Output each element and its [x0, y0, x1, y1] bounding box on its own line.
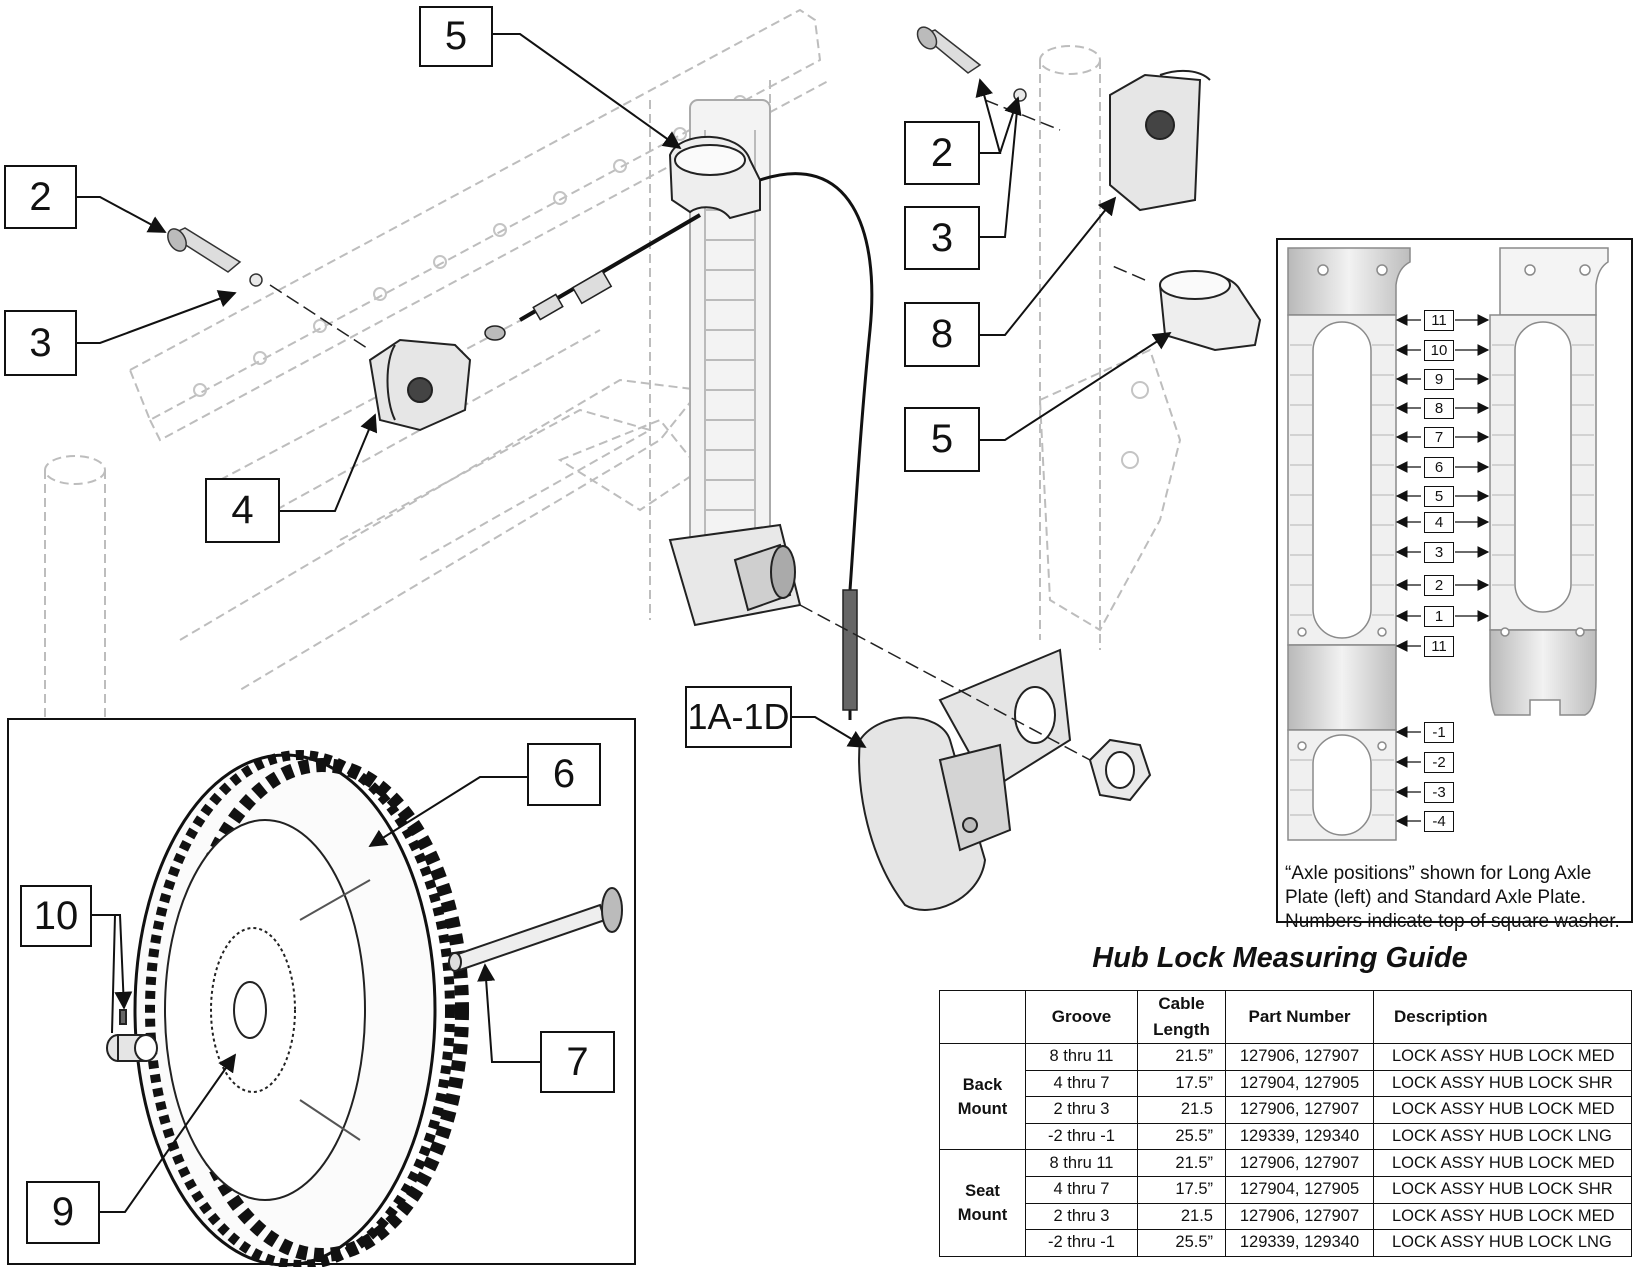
- callout-2-right: 2: [904, 121, 980, 185]
- phantom-frame: [44, 8, 1182, 720]
- axle-position-label: 4: [1424, 512, 1454, 533]
- header-description: Description: [1373, 990, 1632, 1044]
- axle-position-label: 9: [1424, 369, 1454, 390]
- callout-10: 10: [20, 885, 92, 947]
- cable-cell: 21.5”: [1137, 1149, 1226, 1177]
- groove-cell: 8 thru 11: [1025, 1149, 1138, 1177]
- axle-position-label: 11: [1424, 310, 1454, 331]
- cable-cell: 25.5”: [1137, 1122, 1226, 1151]
- part-cell: 127904, 127905: [1225, 1175, 1374, 1204]
- cable-cell: 25.5”: [1137, 1229, 1226, 1257]
- axle-position-label: 11: [1424, 636, 1454, 657]
- groove-cell: 8 thru 11: [1025, 1043, 1138, 1071]
- axle-position-label: 1: [1424, 606, 1454, 627]
- measuring-guide-title: Hub Lock Measuring Guide: [1092, 942, 1468, 974]
- groove-cell: 4 thru 7: [1025, 1069, 1138, 1098]
- desc-cell: LOCK ASSY HUB LOCK MED: [1373, 1149, 1632, 1177]
- hub-lock-measuring-table: Groove Cable Length Part Number Descript…: [939, 990, 1632, 1257]
- axle-position-label: 7: [1424, 427, 1454, 448]
- callout-8: 8: [904, 302, 980, 367]
- cable-fittings: [484, 269, 858, 711]
- header-part-number: Part Number: [1225, 990, 1374, 1044]
- axle-position-label: 6: [1424, 457, 1454, 478]
- cable-cell: 17.5”: [1137, 1175, 1226, 1204]
- desc-cell: LOCK ASSY HUB LOCK SHR: [1373, 1069, 1632, 1098]
- hub-lock-body: [858, 648, 1072, 911]
- group-label: Back Mount: [939, 1042, 1026, 1151]
- header-groove: Groove: [1025, 990, 1138, 1044]
- long-axle-plate: [1287, 247, 1411, 841]
- part-cell: 127906, 127907: [1225, 1096, 1374, 1124]
- group-label: Seat Mount: [939, 1149, 1026, 1257]
- axle-position-label: 5: [1424, 486, 1454, 507]
- desc-cell: LOCK ASSY HUB LOCK MED: [1373, 1202, 1632, 1231]
- axle-position-label: 3: [1424, 542, 1454, 563]
- callout-2-left: 2: [4, 165, 77, 229]
- table-row: 2 thru 3 21.5 127906, 127907 LOCK ASSY H…: [940, 1202, 1632, 1231]
- groove-cell: 2 thru 3: [1025, 1202, 1138, 1231]
- wheel-inset-frame: [7, 718, 636, 1265]
- groove-cell: -2 thru -1: [1025, 1229, 1138, 1257]
- callout-3-right: 3: [904, 206, 980, 270]
- clamp-part-5-right: [1158, 270, 1262, 352]
- bolt-part-2-right: [916, 26, 1027, 102]
- axle-position-label: -3: [1424, 782, 1454, 803]
- axle-position-label: 2: [1424, 575, 1454, 596]
- callout-3-left: 3: [4, 310, 77, 376]
- desc-cell: LOCK ASSY HUB LOCK LNG: [1373, 1122, 1632, 1151]
- axle-position-label: 10: [1424, 340, 1454, 361]
- table-row: Back Mount 8 thru 11 21.5” 127906, 12790…: [939, 1042, 1632, 1151]
- callout-9: 9: [26, 1181, 100, 1244]
- part-cell: 127906, 127907: [1225, 1043, 1374, 1071]
- groove-cell: 4 thru 7: [1025, 1175, 1138, 1204]
- table-row: 4 thru 7 17.5” 127904, 127905 LOCK ASSY …: [940, 1069, 1632, 1098]
- table-row: 2 thru 3 21.5 127906, 127907 LOCK ASSY H…: [940, 1096, 1632, 1124]
- axle-position-arrows: [1395, 314, 1490, 827]
- axle-position-label: -1: [1424, 722, 1454, 743]
- wheel-part-6: [133, 750, 469, 1267]
- callout-1a-1d: 1A-1D: [685, 686, 792, 748]
- axle-part-7: [448, 887, 623, 972]
- hex-nut: [1088, 738, 1152, 802]
- desc-cell: LOCK ASSY HUB LOCK MED: [1373, 1096, 1632, 1124]
- cable-cell: 21.5: [1137, 1202, 1226, 1231]
- part-cell: 127906, 127907: [1225, 1202, 1374, 1231]
- hub-lock-lever-part-4: [368, 338, 472, 432]
- part-cell: 127904, 127905: [1225, 1069, 1374, 1098]
- axle-sleeve: [668, 523, 802, 627]
- table-row: Seat Mount 8 thru 11 21.5” 127906, 12790…: [939, 1149, 1632, 1257]
- header-blank: [939, 990, 1026, 1044]
- callout-5-right: 5: [904, 407, 980, 472]
- cable-cell: 17.5”: [1137, 1069, 1226, 1098]
- callout-6: 6: [527, 743, 601, 806]
- callout-5-top: 5: [419, 6, 493, 67]
- axle-positions-frame: [1276, 238, 1633, 923]
- axle-position-label: -2: [1424, 752, 1454, 773]
- table-row: 4 thru 7 17.5” 127904, 127905 LOCK ASSY …: [940, 1175, 1632, 1204]
- collar-part-10: [106, 1009, 158, 1062]
- header-cable-length: Cable Length: [1137, 990, 1226, 1044]
- groove-cell: -2 thru -1: [1025, 1122, 1138, 1151]
- standard-axle-plate: [1489, 247, 1609, 716]
- table-row: -2 thru -1 25.5” 129339, 129340 LOCK ASS…: [940, 1229, 1632, 1257]
- desc-cell: LOCK ASSY HUB LOCK SHR: [1373, 1175, 1632, 1204]
- part-cell: 129339, 129340: [1225, 1122, 1374, 1151]
- desc-cell: LOCK ASSY HUB LOCK MED: [1373, 1043, 1632, 1071]
- cable-cell: 21.5”: [1137, 1043, 1226, 1071]
- part-cell: 127906, 127907: [1225, 1149, 1374, 1177]
- part-cell: 129339, 129340: [1225, 1229, 1374, 1257]
- axle-position-label: 8: [1424, 398, 1454, 419]
- axle-position-label: -4: [1424, 811, 1454, 832]
- desc-cell: LOCK ASSY HUB LOCK LNG: [1373, 1229, 1632, 1257]
- table-row: -2 thru -1 25.5” 129339, 129340 LOCK ASS…: [940, 1122, 1632, 1151]
- hub-lock-lever-part-8: [1109, 69, 1211, 212]
- bolt-part-2-left: [167, 227, 263, 287]
- callout-7: 7: [540, 1031, 615, 1093]
- callout-leader-lines: [77, 33, 1172, 1213]
- callout-4: 4: [205, 478, 280, 543]
- groove-cell: 2 thru 3: [1025, 1096, 1138, 1124]
- cable-cell: 21.5: [1137, 1096, 1226, 1124]
- axle-positions-note: “Axle positions” shown for Long Axle Pla…: [1285, 863, 1620, 932]
